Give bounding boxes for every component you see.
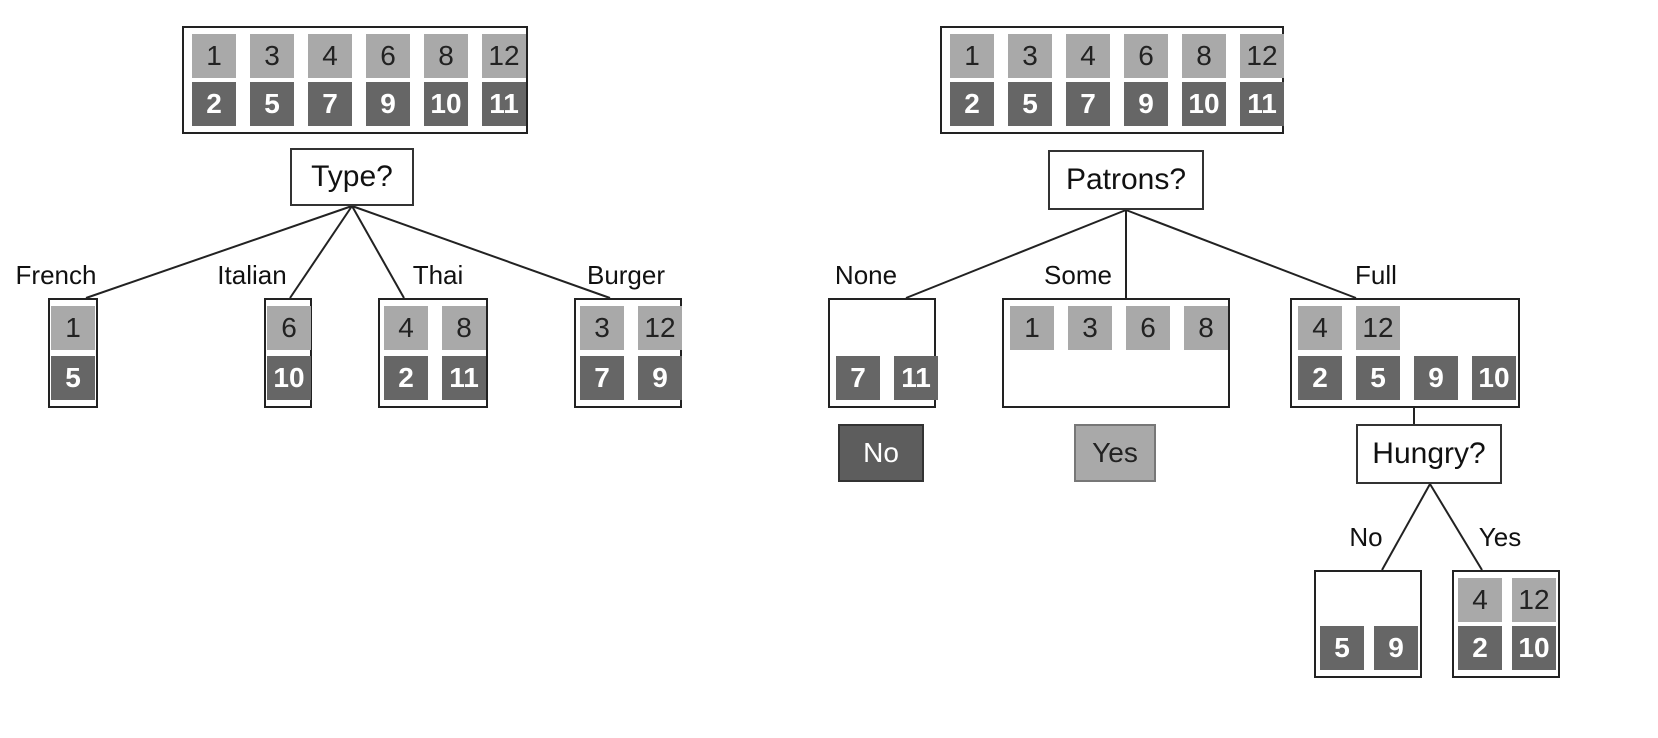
negative-example: 7 (580, 356, 624, 400)
positive-example: 12 (1240, 34, 1284, 78)
hungry-test-node: Hungry? (1356, 424, 1502, 484)
negative-example: 2 (1458, 626, 1502, 670)
positive-example: 1 (192, 34, 236, 78)
patrons-test-node: Patrons? (1048, 150, 1204, 210)
positive-example: 3 (1008, 34, 1052, 78)
positive-example: 6 (366, 34, 410, 78)
branch-edge (351, 205, 405, 299)
positive-example: 12 (638, 306, 682, 350)
negative-example: 9 (366, 82, 410, 126)
negative-example: 5 (1008, 82, 1052, 126)
negative-example: 9 (1414, 356, 1458, 400)
negative-example: 5 (1320, 626, 1364, 670)
positive-example: 1 (1010, 306, 1054, 350)
negative-example: 10 (267, 356, 311, 400)
negative-example: 11 (1240, 82, 1284, 126)
negative-example: 11 (894, 356, 938, 400)
positive-example: 4 (1066, 34, 1110, 78)
branch-label: Italian (217, 260, 287, 290)
branch-edge (1381, 483, 1431, 571)
negative-example: 5 (250, 82, 294, 126)
branch-label: French (15, 260, 97, 290)
branch-label: Burger (586, 260, 666, 290)
positive-example: 1 (51, 306, 95, 350)
branch-label: Some (1044, 260, 1112, 290)
negative-example: 9 (1124, 82, 1168, 126)
positive-example: 4 (1458, 578, 1502, 622)
positive-example: 4 (308, 34, 352, 78)
positive-example: 3 (250, 34, 294, 78)
negative-example: 2 (384, 356, 428, 400)
positive-example: 12 (482, 34, 526, 78)
positive-example: 8 (424, 34, 468, 78)
right-root-examples (940, 26, 1284, 134)
branch-edge (351, 205, 611, 299)
negative-example: 2 (950, 82, 994, 126)
branch-label: Thai (412, 260, 464, 290)
positive-example: 8 (1184, 306, 1228, 350)
negative-example: 10 (1472, 356, 1516, 400)
branch-label: None (834, 260, 898, 290)
leaf-yes: Yes (1074, 424, 1156, 482)
branch-edge (85, 205, 353, 299)
positive-example: 8 (1182, 34, 1226, 78)
negative-example: 11 (442, 356, 486, 400)
negative-example: 2 (1298, 356, 1342, 400)
negative-example: 5 (51, 356, 95, 400)
positive-example: 12 (1356, 306, 1400, 350)
type-test-node: Type? (290, 148, 414, 206)
left-root-examples (182, 26, 528, 134)
positive-example: 12 (1512, 578, 1556, 622)
positive-example: 4 (384, 306, 428, 350)
negative-example: 11 (482, 82, 526, 126)
negative-example: 7 (308, 82, 352, 126)
branch-label: Yes (1478, 522, 1522, 552)
branch-edge (1125, 209, 1357, 299)
negative-example: 7 (1066, 82, 1110, 126)
positive-example: 6 (267, 306, 311, 350)
positive-example: 3 (580, 306, 624, 350)
negative-example: 10 (1512, 626, 1556, 670)
positive-example: 1 (950, 34, 994, 78)
negative-example: 9 (1374, 626, 1418, 670)
positive-example: 6 (1126, 306, 1170, 350)
negative-example: 5 (1356, 356, 1400, 400)
branch-edge (1429, 483, 1483, 571)
positive-example: 6 (1124, 34, 1168, 78)
branch-edge (905, 209, 1127, 299)
negative-example: 10 (424, 82, 468, 126)
negative-example: 7 (836, 356, 880, 400)
branch-label: Full (1355, 260, 1397, 290)
branch-edge (289, 205, 353, 299)
positive-example: 8 (442, 306, 486, 350)
leaf-no: No (838, 424, 924, 482)
negative-example: 9 (638, 356, 682, 400)
branch-label: No (1349, 522, 1383, 552)
negative-example: 2 (192, 82, 236, 126)
positive-example: 4 (1298, 306, 1342, 350)
negative-example: 10 (1182, 82, 1226, 126)
positive-example: 3 (1068, 306, 1112, 350)
